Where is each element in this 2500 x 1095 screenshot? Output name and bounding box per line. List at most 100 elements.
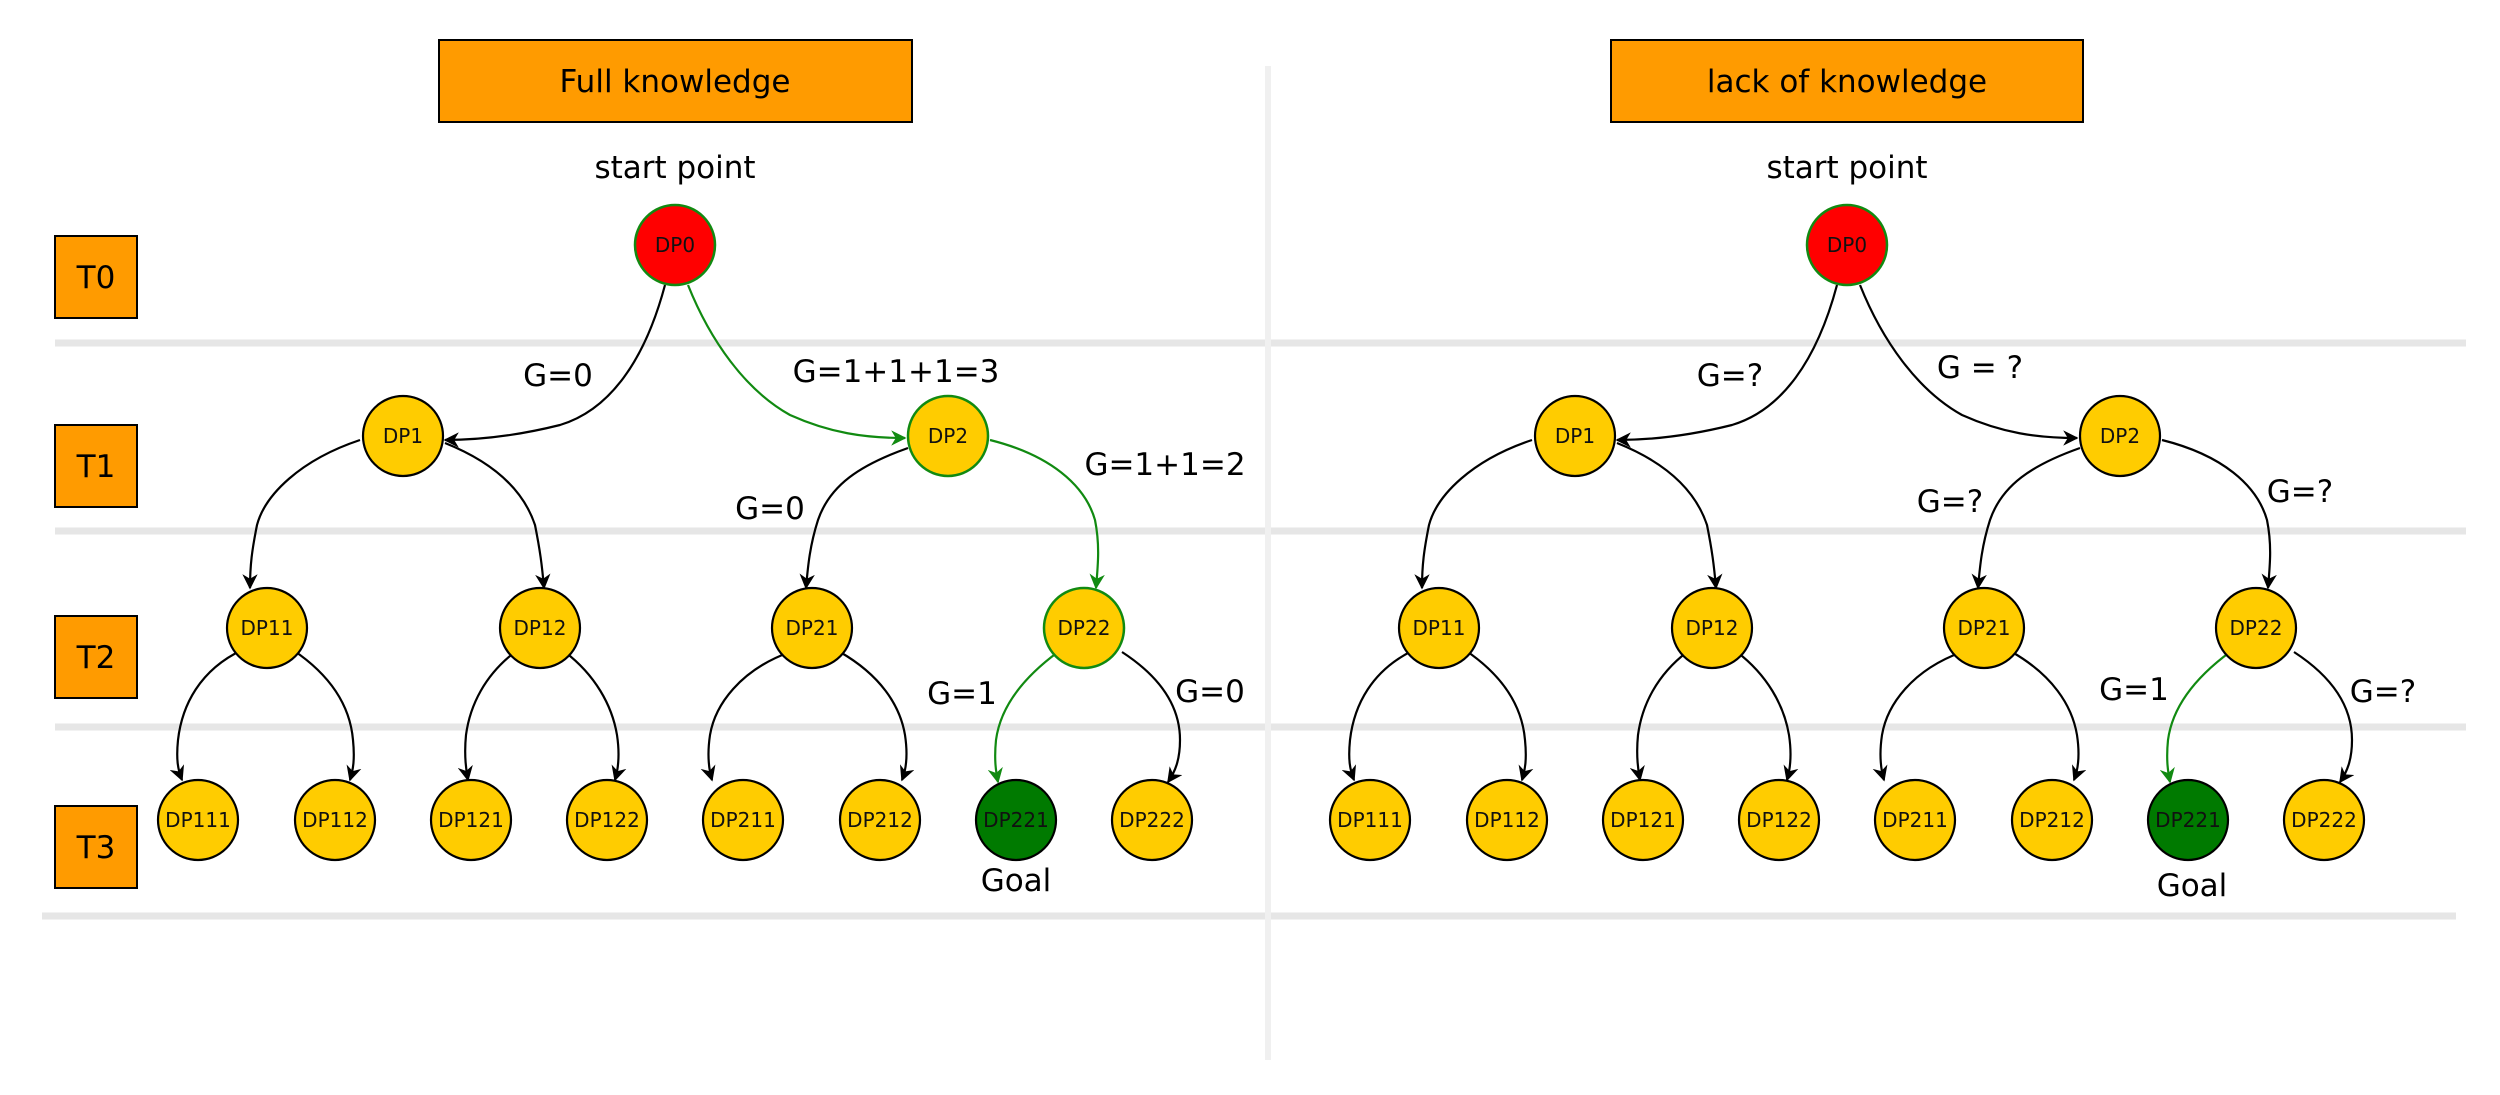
tier-t3: T3 xyxy=(54,805,138,889)
node-l3-3[interactable]: DP121 xyxy=(429,778,513,862)
node-l1-2[interactable]: DP2 xyxy=(906,394,990,478)
edge-label-dp2-left: G=? xyxy=(1917,484,1983,520)
start-point-label: start point xyxy=(594,150,755,186)
edge-label-dp2-right: G=? xyxy=(2267,474,2333,510)
tier-t0-label: T0 xyxy=(76,260,116,296)
node-l2-2[interactable]: DP12 xyxy=(498,586,582,670)
node-l1-1[interactable]: DP1 xyxy=(361,394,445,478)
goal-label: Goal xyxy=(981,863,1052,899)
node-l3-1[interactable]: DP111 xyxy=(156,778,240,862)
node-goal-label: DP221 xyxy=(983,808,1049,832)
tier-t3-label: T3 xyxy=(76,830,116,866)
node-l3-8[interactable]: DP222 xyxy=(2282,778,2366,862)
tier-labels: T0 T1 T2 T3 xyxy=(54,235,138,889)
edge-dp21-dp211 xyxy=(700,650,791,782)
node-l2-1[interactable]: DP11 xyxy=(1397,586,1481,670)
tier-t1: T1 xyxy=(54,424,138,508)
nodes: DP0 DP1 DP2 DP11 DP12 DP21 xyxy=(156,203,1194,862)
node-l1-2[interactable]: DP2 xyxy=(2078,394,2162,478)
node-l3-6-label: DP212 xyxy=(2019,808,2085,832)
edges xyxy=(169,284,1183,784)
node-l2-4[interactable]: DP22 xyxy=(2214,586,2298,670)
goal-label: Goal xyxy=(2157,868,2228,904)
node-l3-2[interactable]: DP112 xyxy=(1465,778,1549,862)
node-l2-1-label: DP11 xyxy=(241,616,294,640)
edge-dp2-dp22 xyxy=(989,438,1105,590)
edge-dp2-dp21 xyxy=(799,446,909,590)
panel-title: Full knowledge xyxy=(560,64,791,100)
tier-t0: T0 xyxy=(54,235,138,319)
node-l3-6[interactable]: DP212 xyxy=(838,778,922,862)
node-root[interactable]: DP0 xyxy=(1805,203,1889,287)
node-l2-2[interactable]: DP12 xyxy=(1670,586,1754,670)
node-l2-3[interactable]: DP21 xyxy=(1942,586,2026,670)
node-l3-5[interactable]: DP211 xyxy=(701,778,785,862)
edge-dp1-dp12 xyxy=(444,441,551,590)
edge-label-dp2-right: G=1+1=2 xyxy=(1084,447,1245,483)
node-l3-4-label: DP122 xyxy=(1746,808,1812,832)
node-l3-6[interactable]: DP212 xyxy=(2010,778,2094,862)
node-l3-6-label: DP212 xyxy=(847,808,913,832)
node-l2-2-label: DP12 xyxy=(514,616,567,640)
edge-dp11-dp112 xyxy=(1464,649,1534,782)
tier-separators xyxy=(42,339,2466,920)
panel-title-box: Full knowledge xyxy=(438,39,913,123)
node-l1-1[interactable]: DP1 xyxy=(1533,394,1617,478)
edge-dp1-dp11 xyxy=(242,438,361,590)
node-l3-4[interactable]: DP122 xyxy=(565,778,649,862)
node-l2-4[interactable]: DP22 xyxy=(1042,586,1126,670)
edge-dp22-dp221 xyxy=(2159,651,2231,784)
node-l1-2-label: DP2 xyxy=(928,424,968,448)
node-root-label: DP0 xyxy=(655,233,695,257)
edge-dp2-dp22 xyxy=(2161,438,2277,590)
node-goal[interactable]: DP221 xyxy=(2146,778,2230,862)
node-l1-1-label: DP1 xyxy=(1555,424,1595,448)
tier-t2-label: T2 xyxy=(76,640,116,676)
start-point-label: start point xyxy=(1766,150,1927,186)
tier-t2: T2 xyxy=(54,615,138,699)
edge-label-dp22-right: G=0 xyxy=(1175,674,1245,710)
edge-labels: G=? G = ? G=? G=? G=1 G=? xyxy=(1697,350,2416,710)
node-root[interactable]: DP0 xyxy=(633,203,717,287)
node-l3-1[interactable]: DP111 xyxy=(1328,778,1412,862)
edge-dp11-dp112 xyxy=(292,649,362,782)
edge-label-root-left: G=0 xyxy=(523,358,593,394)
edge-label-root-right: G=1+1+1=3 xyxy=(793,354,1000,390)
node-l3-3[interactable]: DP121 xyxy=(1601,778,1685,862)
nodes: DP0 DP1 DP2 DP11 DP12 DP21 xyxy=(1328,203,2366,862)
edge-dp22-dp221 xyxy=(987,651,1059,784)
edge-label-root-left: G=? xyxy=(1697,358,1763,394)
tier-t1-label: T1 xyxy=(76,449,116,485)
node-l2-4-label: DP22 xyxy=(2230,616,2283,640)
node-l2-1[interactable]: DP11 xyxy=(225,586,309,670)
edge-dp22-dp222 xyxy=(2293,651,2355,784)
edge-dp12-dp122 xyxy=(564,651,627,782)
node-l3-5[interactable]: DP211 xyxy=(1873,778,1957,862)
node-l3-3-label: DP121 xyxy=(438,808,504,832)
panel-full-knowledge: Full knowledge start point G=0 G=1+1+1=3… xyxy=(156,39,1246,899)
node-l3-8[interactable]: DP222 xyxy=(1110,778,1194,862)
node-l2-1-label: DP11 xyxy=(1413,616,1466,640)
node-l1-1-label: DP1 xyxy=(383,424,423,448)
node-l3-4[interactable]: DP122 xyxy=(1737,778,1821,862)
edge-dp12-dp122 xyxy=(1736,651,1799,782)
edges xyxy=(1341,284,2355,784)
edge-dp21-dp211 xyxy=(1872,650,1963,782)
node-l3-5-label: DP211 xyxy=(710,808,776,832)
edge-label-dp22-right: G=? xyxy=(2350,674,2416,710)
node-l3-2[interactable]: DP112 xyxy=(293,778,377,862)
node-l2-2-label: DP12 xyxy=(1686,616,1739,640)
panel-title: lack of knowledge xyxy=(1707,64,1987,100)
edge-dp21-dp212 xyxy=(839,651,915,782)
panel-lack-of-knowledge: lack of knowledge start point G=? G = ? … xyxy=(1328,39,2416,904)
node-l3-8-label: DP222 xyxy=(1119,808,1185,832)
panel-title-box: lack of knowledge xyxy=(1610,39,2084,123)
node-l2-3-label: DP21 xyxy=(786,616,839,640)
node-l3-5-label: DP211 xyxy=(1882,808,1948,832)
node-goal[interactable]: DP221 xyxy=(974,778,1058,862)
node-l2-3[interactable]: DP21 xyxy=(770,586,854,670)
node-root-label: DP0 xyxy=(1827,233,1867,257)
edge-dp0-dp1 xyxy=(1615,284,1839,448)
node-l2-4-label: DP22 xyxy=(1058,616,1111,640)
edge-dp11-dp111 xyxy=(169,649,243,782)
